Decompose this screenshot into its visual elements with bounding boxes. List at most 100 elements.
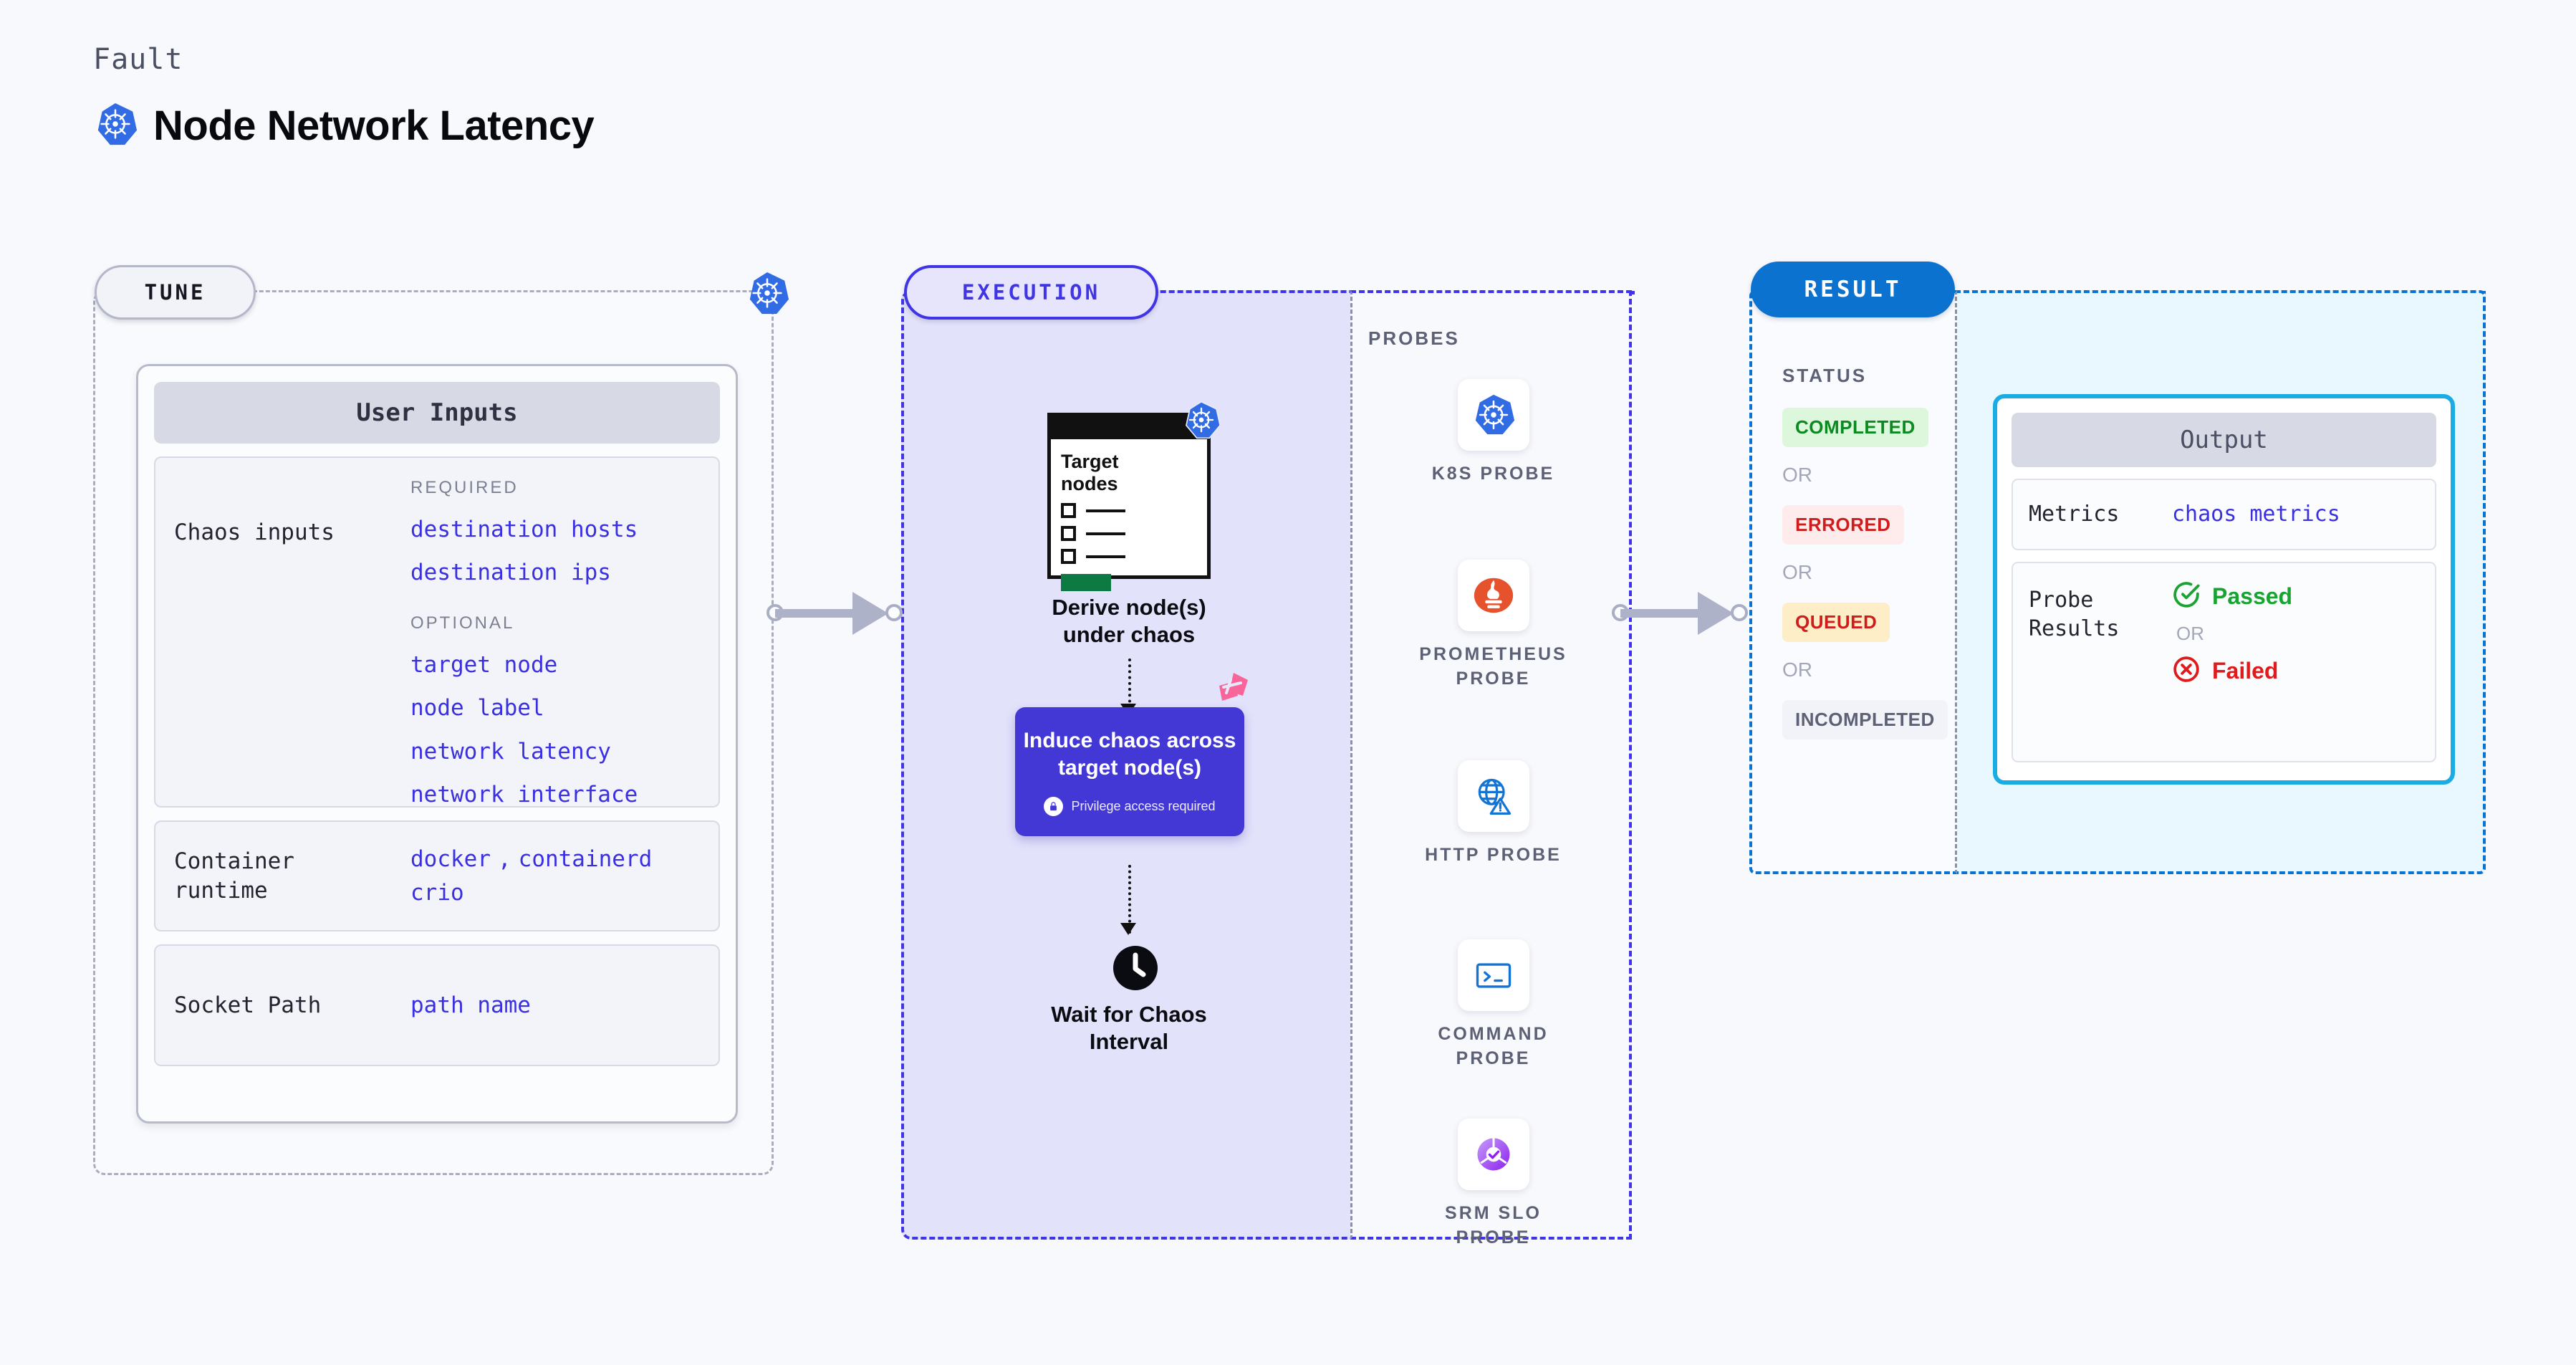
output-header: Output xyxy=(2012,413,2436,467)
tune-card: User Inputs Chaos inputs REQUIRED destin… xyxy=(136,364,738,1124)
page-title: Node Network Latency xyxy=(153,102,595,149)
connector-arrowhead xyxy=(1698,592,1734,635)
checkbox-row xyxy=(1061,503,1197,519)
chaos-inputs-row: Chaos inputs REQUIRED destination hosts … xyxy=(154,456,720,808)
socket-path-values: path name xyxy=(410,984,700,1027)
check-circle-icon xyxy=(2172,580,2201,613)
privilege-note: Privilege access required xyxy=(1044,797,1216,817)
container-runtime-key: Container runtime xyxy=(174,848,294,904)
value-containerd[interactable]: containerd xyxy=(518,846,653,872)
required-label: REQUIRED xyxy=(410,478,519,497)
probe-label: COMMAND PROBE xyxy=(1438,1024,1549,1068)
status-badge-incompleted: INCOMPLETED xyxy=(1782,700,1948,739)
or-label: OR xyxy=(1782,561,1812,583)
probe-srm-slo[interactable]: SRM SLO PROBE xyxy=(1352,1119,1634,1250)
http-globe-warning-icon xyxy=(1457,760,1529,832)
connector-execution-to-result xyxy=(1612,588,1748,638)
status-badge-queued: QUEUED xyxy=(1782,603,1890,642)
fault-title-row: Node Network Latency xyxy=(93,102,595,150)
user-inputs-header: User Inputs xyxy=(154,382,720,444)
metrics-value[interactable]: chaos metrics xyxy=(2172,501,2340,527)
induce-chaos-box: Induce chaos across target node(s) Privi… xyxy=(1015,707,1244,836)
or-label: OR xyxy=(1782,464,1812,486)
checkbox-row xyxy=(1061,549,1197,565)
input-destination-hosts[interactable]: destination hosts xyxy=(410,517,638,542)
probes-label: PROBES xyxy=(1368,327,1460,349)
list-line xyxy=(1086,509,1125,512)
input-network-latency[interactable]: network latency xyxy=(410,738,611,765)
kubernetes-icon xyxy=(1182,401,1221,439)
output-card: Output Metrics chaos metrics Probe Resul… xyxy=(1993,394,2455,785)
kubernetes-icon xyxy=(745,271,789,315)
status-label: STATUS xyxy=(1782,365,1868,386)
checkbox-icon xyxy=(1061,503,1076,519)
value-path-name[interactable]: path name xyxy=(410,992,531,1018)
probe-results-key: Probe Results xyxy=(2029,588,2120,641)
probe-label: PROMETHEUS PROBE xyxy=(1419,644,1567,689)
execution-flow-column: Target nodes Derive node(s) under chaos xyxy=(904,293,1354,1242)
connector-end-node xyxy=(885,604,903,621)
probe-prometheus[interactable]: PROMETHEUS PROBE xyxy=(1352,560,1634,691)
probe-results-row: Probe Results Passed OR xyxy=(2012,562,2436,762)
metrics-row: Metrics chaos metrics xyxy=(2012,479,2436,550)
passed-text: Passed xyxy=(2212,583,2293,609)
clock-icon xyxy=(1112,945,1158,991)
probe-label: SRM SLO PROBE xyxy=(1445,1203,1542,1247)
lock-icon xyxy=(1044,797,1064,817)
page-header: Fault Node Network Latency xyxy=(93,43,595,150)
probe-label: K8S PROBE xyxy=(1431,464,1555,484)
kubernetes-icon xyxy=(93,102,138,150)
input-target-node[interactable]: target node xyxy=(410,651,558,678)
fault-eyebrow-label: Fault xyxy=(93,43,183,76)
kubernetes-icon xyxy=(1457,379,1529,451)
chaos-inputs-values: REQUIRED destination hosts destination i… xyxy=(410,478,700,817)
result-status-panel: STATUS COMPLETED OR ERRORED OR QUEUED OR… xyxy=(1749,290,1957,874)
input-node-label[interactable]: node label xyxy=(410,695,544,722)
value-docker[interactable]: docker xyxy=(410,846,491,872)
list-line xyxy=(1086,555,1125,558)
metrics-key: Metrics xyxy=(2029,502,2120,527)
tune-panel: User Inputs Chaos inputs REQUIRED destin… xyxy=(93,290,774,1175)
failed-text: Failed xyxy=(2212,658,2279,684)
arrow-tip xyxy=(1120,923,1136,935)
value-separator: , xyxy=(497,846,511,872)
input-network-interface[interactable]: network interface xyxy=(410,782,638,808)
socket-path-key: Socket Path xyxy=(174,992,322,1018)
input-destination-ips[interactable]: destination ips xyxy=(410,560,611,586)
chaos-inputs-key: Chaos inputs xyxy=(174,519,335,545)
connector-end-node xyxy=(1731,604,1748,621)
induce-chaos-title: Induce chaos across target node(s) xyxy=(1023,728,1236,780)
probes-column: PROBES K8S PROBE PROMETHEUS PROBE xyxy=(1350,290,1634,1247)
connector-shaft xyxy=(1620,609,1718,618)
arrow-line xyxy=(1128,658,1131,714)
probe-result-passed: Passed xyxy=(2172,580,2292,613)
probe-k8s[interactable]: K8S PROBE xyxy=(1352,379,1634,487)
optional-label: OPTIONAL xyxy=(410,613,515,633)
caption-derive-nodes: Derive node(s) under chaos xyxy=(1052,595,1206,648)
or-label: OR xyxy=(2176,623,2204,644)
execution-stage-pill[interactable]: EXECUTION xyxy=(904,265,1158,320)
prometheus-icon xyxy=(1457,560,1529,631)
probe-http[interactable]: HTTP PROBE xyxy=(1352,760,1634,868)
probe-results-values: Passed OR Failed xyxy=(2172,580,2292,687)
or-label: OR xyxy=(1782,658,1812,681)
connector-arrowhead xyxy=(852,592,888,635)
result-stage-pill[interactable]: RESULT xyxy=(1751,262,1955,317)
target-nodes-title: Target nodes xyxy=(1061,451,1119,495)
connector-shaft xyxy=(775,609,873,618)
connector-tune-to-execution xyxy=(766,588,903,638)
x-circle-icon xyxy=(2172,655,2201,687)
value-crio[interactable]: crio xyxy=(410,879,464,906)
terminal-icon xyxy=(1457,939,1529,1011)
green-status-bar xyxy=(1061,574,1111,592)
tune-stage-pill[interactable]: TUNE xyxy=(95,265,256,320)
target-nodes-card: Target nodes xyxy=(1047,413,1211,592)
probe-command[interactable]: COMMAND PROBE xyxy=(1352,939,1634,1071)
checkbox-icon xyxy=(1061,526,1076,542)
privilege-note-text: Privilege access required xyxy=(1071,799,1216,814)
checkbox-row xyxy=(1061,526,1197,542)
runtime-line-1: docker, containerd xyxy=(410,843,700,876)
checkbox-icon xyxy=(1061,549,1076,565)
arrow-line xyxy=(1128,865,1131,934)
card-body: Target nodes xyxy=(1051,439,1207,592)
